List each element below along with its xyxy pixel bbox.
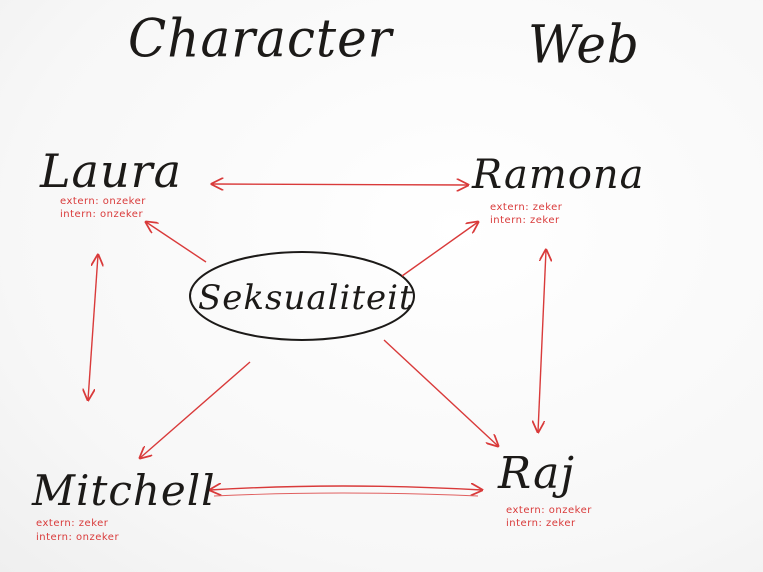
arrow-center-raj (383, 339, 498, 446)
center-ellipse (189, 251, 415, 341)
raj-intern: intern: zeker (506, 518, 576, 529)
arrow-mitchell-raj-stroke2 (213, 492, 479, 497)
character-name-raj: Raj (498, 448, 576, 499)
center-label: Seksualiteit (198, 278, 414, 318)
title-word-web: Web (528, 14, 640, 75)
arrow-center-laura (146, 222, 207, 263)
arrow-laura-ramona (212, 184, 468, 185)
laura-intern: intern: onzeker (60, 209, 144, 220)
title-word-character: Character (128, 8, 393, 69)
arrow-mitchell-raj (210, 486, 482, 490)
arrow-center-mitchell (140, 361, 251, 458)
character-name-ramona: Ramona (472, 152, 645, 198)
ramona-extern: extern: zeker (490, 202, 563, 213)
arrow-center-ramona (401, 222, 478, 277)
laura-extern: extern: onzeker (60, 196, 146, 207)
mitchell-extern: extern: zeker (36, 518, 109, 529)
mitchell-intern: intern: onzeker (36, 532, 120, 543)
arrow-laura-mitchell (88, 255, 98, 400)
ramona-intern: intern: zeker (490, 215, 560, 226)
character-name-mitchell: Mitchell (32, 466, 216, 515)
raj-extern: extern: onzeker (506, 505, 592, 516)
character-name-laura: Laura (40, 144, 183, 198)
arrow-ramona-raj (538, 250, 546, 432)
